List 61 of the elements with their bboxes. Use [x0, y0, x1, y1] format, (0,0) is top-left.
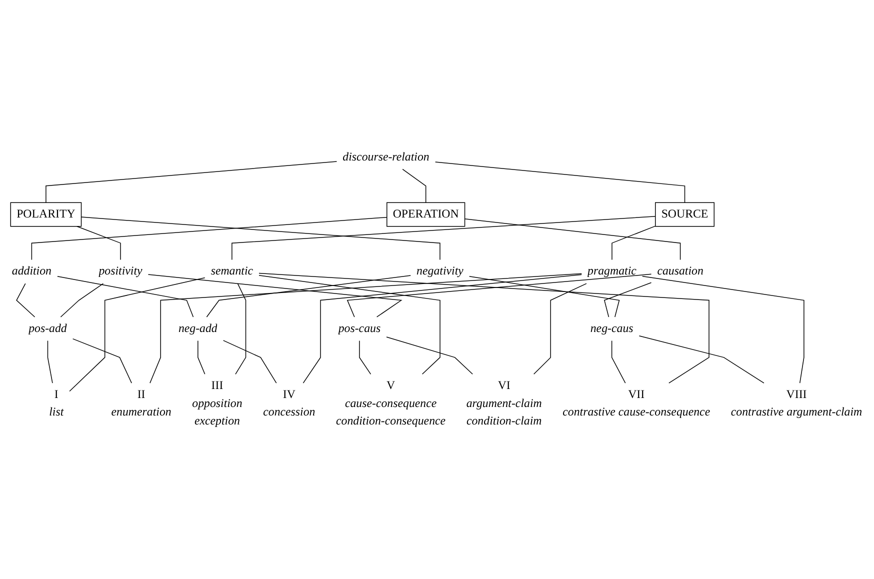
connector — [302, 274, 582, 384]
connector — [46, 161, 338, 203]
node-box: POLARITY — [10, 202, 82, 227]
connector — [604, 282, 652, 318]
connector — [464, 218, 681, 260]
connector — [386, 336, 473, 375]
node-label: opposition — [192, 397, 242, 410]
node-label: cause-consequence — [344, 397, 437, 410]
connector — [468, 276, 620, 318]
node-text: neg-add — [178, 322, 218, 335]
connector — [533, 283, 587, 375]
node-label: contrastive argument-claim — [730, 406, 862, 419]
connector — [80, 216, 440, 260]
node-label: list — [49, 406, 64, 419]
node-text: semantic — [210, 264, 254, 278]
node-text: causation — [657, 264, 704, 278]
node-text: neg-caus — [590, 322, 634, 335]
node-label: exception — [194, 415, 240, 428]
node-text: discourse-relation — [342, 150, 430, 164]
node-text: II — [137, 388, 146, 401]
connector — [198, 340, 206, 375]
node-text: III — [211, 379, 224, 392]
node-label: condition-claim — [466, 415, 542, 428]
node-box: SOURCE — [655, 202, 714, 227]
connector — [150, 273, 582, 384]
connector — [76, 226, 121, 260]
connector — [359, 340, 372, 375]
node-label: condition-consequence — [336, 415, 446, 428]
connector — [612, 226, 656, 260]
connector — [148, 274, 402, 318]
connector — [72, 338, 132, 384]
connector — [611, 340, 626, 384]
node-label: enumeration — [111, 406, 172, 419]
node-label: concession — [263, 406, 316, 419]
connector — [235, 283, 246, 375]
connector — [402, 168, 426, 203]
node-text: VI — [498, 379, 510, 392]
connector — [206, 275, 411, 318]
node-text: IV — [282, 388, 296, 401]
connector — [642, 276, 804, 384]
connector — [434, 162, 686, 203]
connector — [258, 272, 710, 384]
connector — [47, 340, 53, 384]
connector — [69, 277, 206, 392]
connector — [222, 340, 277, 384]
node-text: VII — [628, 388, 645, 401]
connector — [57, 276, 194, 318]
node-label: argument-claim — [466, 397, 542, 410]
connector — [346, 274, 652, 318]
connector — [31, 216, 388, 260]
node-text: I — [54, 388, 58, 401]
node-text: negativity — [416, 264, 464, 278]
node-text: V — [386, 379, 396, 392]
connector — [60, 283, 104, 318]
connector — [258, 275, 440, 375]
node-box: OPERATION — [386, 202, 466, 227]
node-label: contrastive cause-consequence — [562, 406, 710, 419]
connector — [638, 335, 764, 384]
node-text: VIII — [786, 388, 807, 401]
node-text: addition — [12, 264, 52, 278]
connector — [232, 216, 656, 260]
